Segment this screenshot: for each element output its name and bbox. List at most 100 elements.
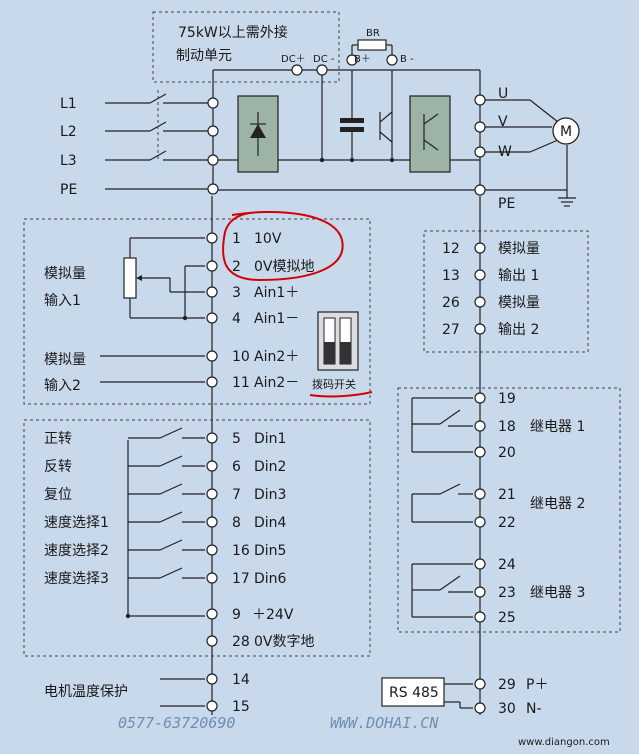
din5-name: Din5 [254, 543, 286, 559]
terminal-8 [206, 516, 218, 528]
term-27-num: 27 [442, 322, 460, 338]
terminal-23 [474, 586, 486, 598]
terminal-26 [474, 296, 486, 308]
terminal-3 [206, 286, 218, 298]
term-10-name: Ain2＋ [254, 349, 299, 365]
digital-input-box [23, 419, 371, 657]
motor-temp-label: 电机温度保护 [44, 684, 128, 700]
brake-resistor [357, 39, 387, 51]
mains-inputs [105, 90, 213, 190]
term-23-num: 23 [498, 585, 516, 601]
din2-func: 反转 [44, 459, 72, 475]
din5-func: 速度选择2 [44, 543, 109, 559]
terminal-16 [206, 544, 218, 556]
terminal-dc-minus [316, 64, 328, 76]
rs485-label: RS 485 [389, 685, 439, 701]
label-b-plus: B＋ [354, 54, 371, 65]
term-19-num: 19 [498, 391, 516, 407]
din3-num: 7 [232, 487, 241, 503]
term-11-name: Ain2－ [254, 375, 299, 391]
term-14-num: 14 [232, 672, 250, 688]
brake-note-box [152, 11, 340, 83]
terminal-14 [206, 673, 218, 685]
din2-num: 6 [232, 459, 241, 475]
din5-num: 16 [232, 543, 250, 559]
watermark-phone: 0577-63720690 [118, 714, 235, 732]
terminal-25 [474, 611, 486, 623]
din3-func: 复位 [44, 486, 72, 503]
term-1-num: 1 [232, 231, 241, 247]
relay-box [397, 387, 621, 633]
watermark-site1: WWW.DOHAI.CN [330, 714, 439, 732]
label-v: V [498, 114, 508, 130]
term-26-name: 模拟量 [498, 295, 540, 311]
term-12-num: 12 [442, 241, 460, 257]
analog-in1-line2: 输入1 [44, 293, 81, 309]
analog-input-box [23, 218, 371, 405]
red-highlight-ellipse [222, 211, 344, 282]
inverter-block [409, 95, 451, 173]
din2-name: Din2 [254, 459, 286, 475]
terminal-l1 [207, 97, 219, 109]
label-l3: L3 [60, 153, 77, 169]
terminal-10 [206, 350, 218, 362]
din4-name: Din4 [254, 515, 287, 531]
terminal-13 [474, 269, 486, 281]
terminal-12 [474, 242, 486, 254]
din6-name: Din6 [254, 571, 287, 587]
terminal-b-minus [386, 54, 398, 66]
dc-capacitor-top [340, 118, 364, 123]
terminal-l2 [207, 125, 219, 137]
term-4-num: 4 [232, 311, 241, 327]
din1-name: Din1 [254, 431, 286, 447]
term-9-name: ＋24V [252, 607, 294, 623]
terminal-11 [206, 376, 218, 388]
analog-output-box [423, 230, 589, 353]
terminal-pe-out [474, 184, 486, 196]
terminal-20 [474, 446, 486, 458]
term-21-num: 21 [498, 487, 516, 503]
analog-in1-line1: 模拟量 [44, 266, 86, 282]
terminal-4 [206, 312, 218, 324]
term-29-num: 29 [498, 677, 516, 693]
label-l2: L2 [60, 124, 77, 140]
terminal-w [474, 146, 486, 158]
din1-func: 正转 [44, 431, 72, 447]
label-br: BR [366, 28, 380, 39]
term-10-num: 10 [232, 349, 250, 365]
term-9-num: 9 [232, 607, 241, 623]
dip-switch-label: 拨码开关 [312, 377, 356, 391]
term-25-num: 25 [498, 610, 516, 626]
terminal-1 [206, 232, 218, 244]
terminal-18 [474, 420, 486, 432]
din4-func: 速度选择1 [44, 515, 109, 531]
term-30-num: 30 [498, 701, 516, 717]
relay2-label: 继电器 2 [530, 496, 585, 512]
term-26-num: 26 [442, 295, 460, 311]
term-28-num: 28 [232, 634, 250, 650]
potentiometer [123, 257, 137, 299]
label-b-minus: B - [400, 54, 414, 65]
terminal-6 [206, 460, 218, 472]
terminal-u [474, 94, 486, 106]
terminal-27 [474, 323, 486, 335]
terminal-pe-in [207, 183, 219, 195]
terminal-9 [206, 608, 218, 620]
terminal-17 [206, 572, 218, 584]
label-u: U [498, 86, 508, 102]
term-30-name: N- [526, 701, 542, 717]
term-24-num: 24 [498, 557, 516, 573]
dc-capacitor-bottom [340, 127, 364, 132]
relay1-label: 继电器 1 [530, 419, 585, 435]
terminal-2 [206, 260, 218, 272]
analog-in2-line1: 模拟量 [44, 352, 86, 368]
din3-name: Din3 [254, 487, 286, 503]
watermark-site2: www.diangon.com [518, 737, 610, 748]
terminal-19 [474, 392, 486, 404]
term-2-name: 0V模拟地 [254, 259, 314, 275]
term-1-name: 10V [254, 231, 282, 247]
term-28-name: 0V数字地 [254, 634, 314, 650]
term-13-name: 输出 1 [498, 268, 539, 284]
